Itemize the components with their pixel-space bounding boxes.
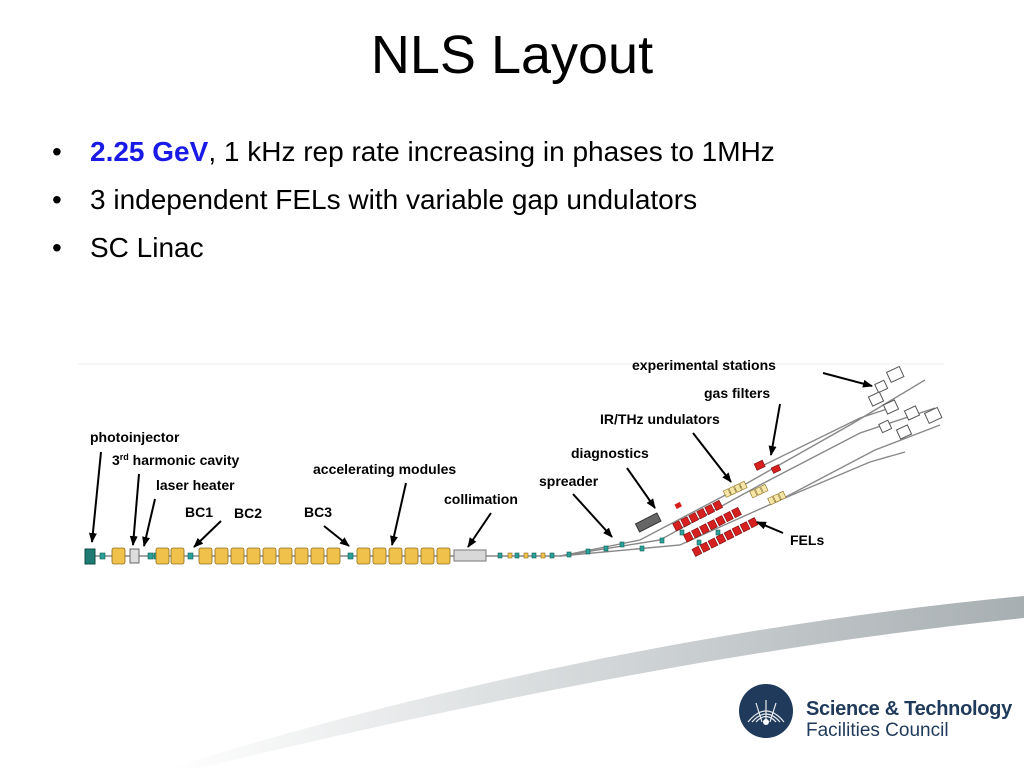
stfc-logo-emblem <box>739 684 793 738</box>
fel-undulators <box>672 499 759 557</box>
gas-filters <box>753 459 782 474</box>
label-diagnostics: diagnostics <box>571 445 649 461</box>
label-harmonic-number: 3 <box>112 452 120 468</box>
label-gas-filters: gas filters <box>704 385 770 401</box>
callout-arrows <box>88 372 873 548</box>
ir-thz-undulators <box>722 480 787 506</box>
bullet-item: 3 independent FELs with variable gap und… <box>52 176 775 224</box>
bullet-item: SC Linac <box>52 224 775 272</box>
bullet-item: 2.25 GeV, 1 kHz rep rate increasing in p… <box>52 128 775 176</box>
bullet-text: , 1 kHz rep rate increasing in phases to… <box>208 136 775 167</box>
photoinjector-gun <box>84 548 96 565</box>
label-experimental-stations: experimental stations <box>632 357 776 373</box>
diagnostics-marker <box>674 501 683 510</box>
decorative-swoosh <box>170 596 1024 768</box>
beamlines <box>90 379 941 557</box>
experimental-stations <box>867 365 943 440</box>
logo-line-2: Facilities Council <box>806 720 949 741</box>
slide-title: NLS Layout <box>370 25 654 85</box>
collimation-section <box>453 549 487 562</box>
label-bc2: BC2 <box>234 505 262 521</box>
label-fels: FELs <box>790 532 824 548</box>
label-accelerating-modules: accelerating modules <box>313 461 456 477</box>
diagnostics-section <box>634 512 662 533</box>
label-bc3: BC3 <box>304 504 332 520</box>
bullet-text: 3 independent FELs with variable gap und… <box>90 184 698 215</box>
logo-line-1: Science & Technology <box>806 698 1012 720</box>
label-harmonic-superscript: rd <box>120 452 129 462</box>
label-ir-thz-undulators: IR/THz undulators <box>600 411 720 427</box>
label-bc1: BC1 <box>185 504 213 520</box>
bullet-list: 2.25 GeV, 1 kHz rep rate increasing in p… <box>52 128 775 272</box>
label-laser-heater: laser heater <box>156 477 235 493</box>
label-harmonic-cavity: 3rd harmonic cavity <box>112 452 240 468</box>
label-collimation: collimation <box>444 491 518 507</box>
label-spreader: spreader <box>539 473 599 489</box>
harmonic-cavity <box>129 548 140 564</box>
stfc-logo-text: Science & Technology Facilities Council <box>806 698 1012 742</box>
bullet-highlight: 2.25 GeV <box>90 136 209 167</box>
bullet-text: SC Linac <box>90 232 204 263</box>
spreader-elements <box>507 552 546 559</box>
label-harmonic-rest: harmonic cavity <box>129 452 240 468</box>
label-photoinjector: photoinjector <box>90 429 180 445</box>
accelerating-modules <box>111 547 451 565</box>
